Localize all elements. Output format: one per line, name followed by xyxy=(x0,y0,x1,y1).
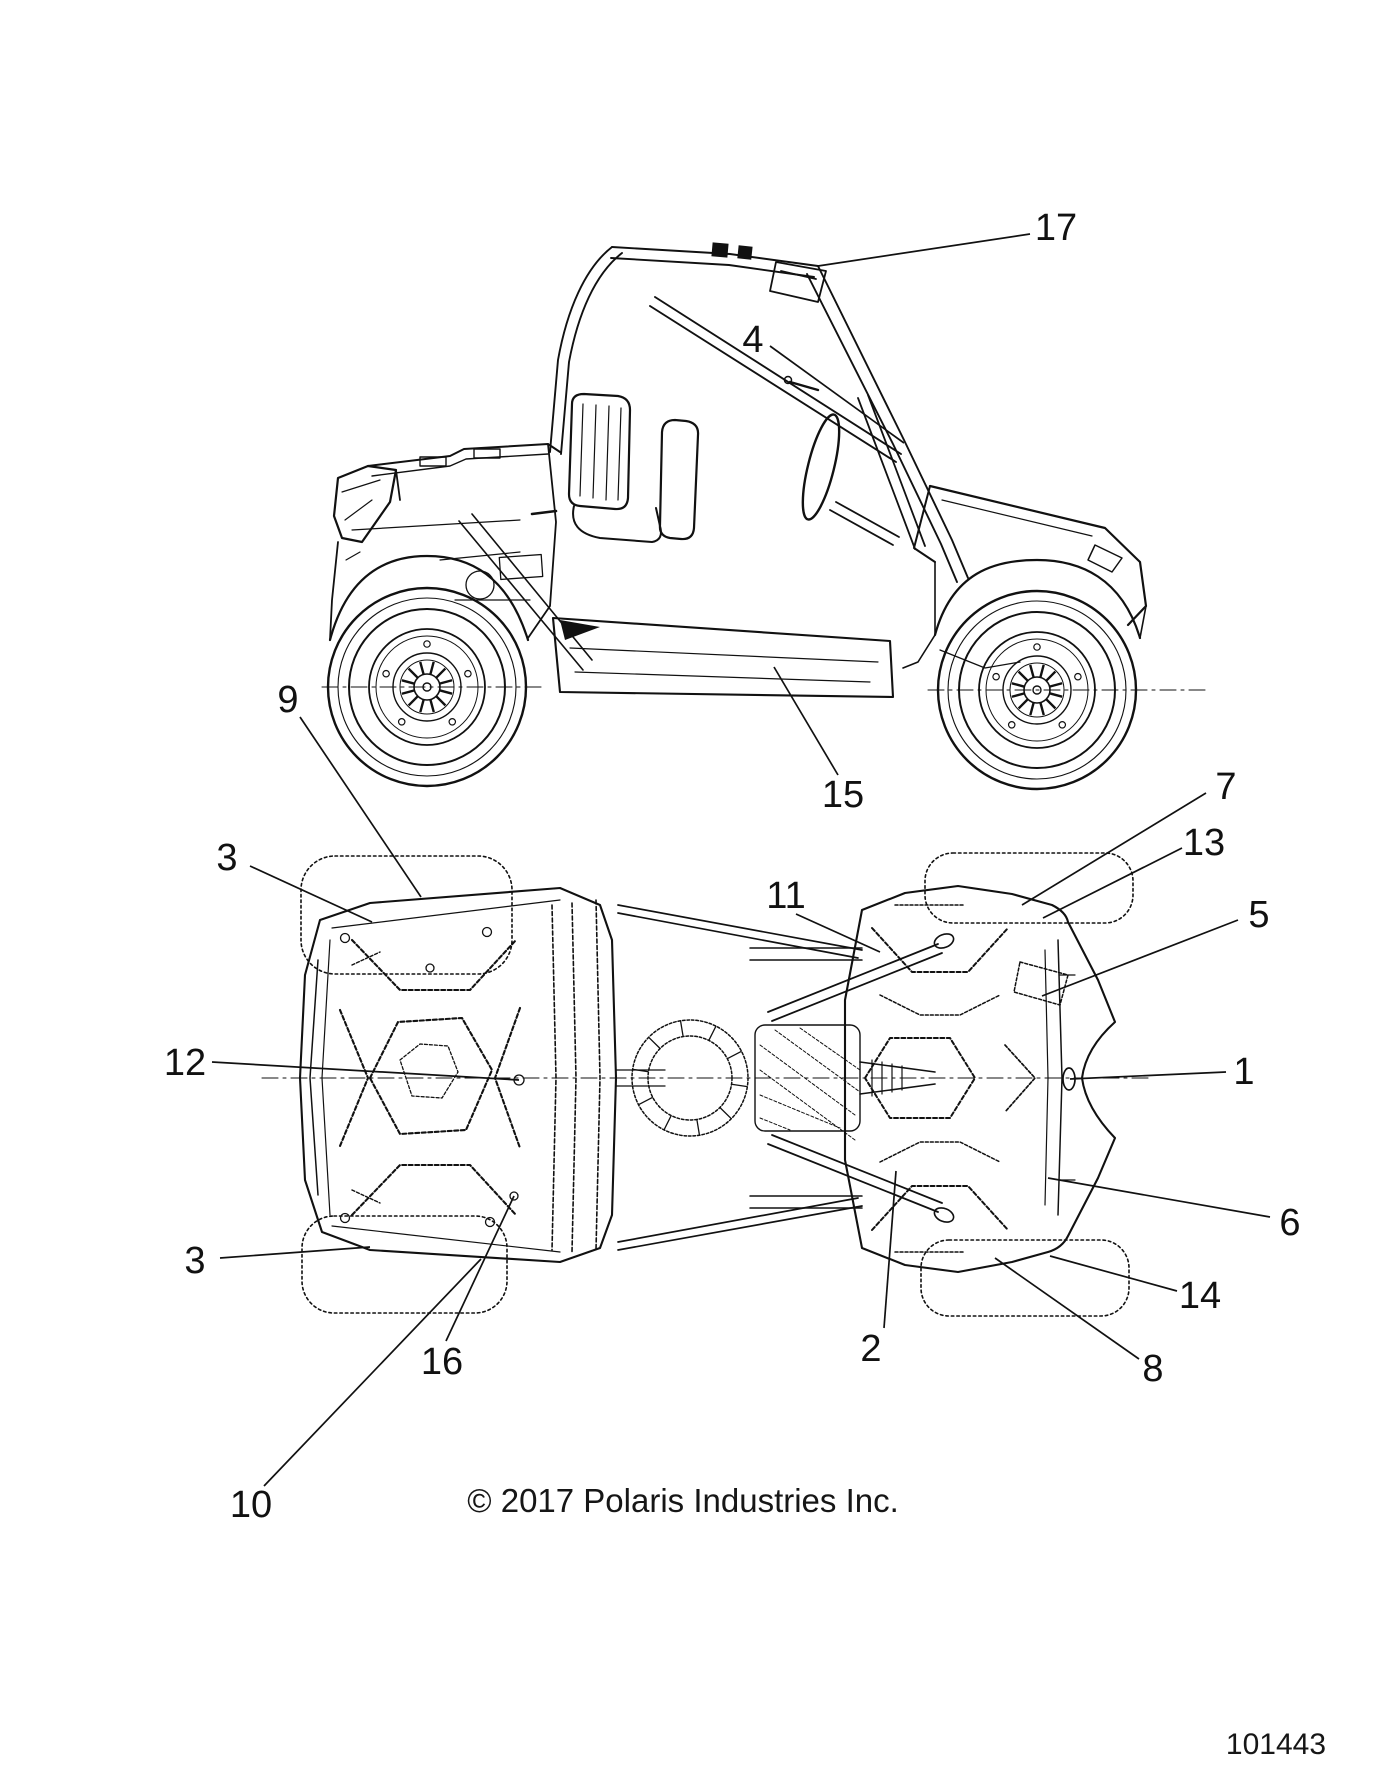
callout-2-label: 2 xyxy=(860,1328,881,1370)
side-view-wheel xyxy=(936,589,1138,791)
callout-17-label: 17 xyxy=(1035,207,1077,249)
rear-fender-pattern xyxy=(864,904,1069,1253)
callout-16-leader xyxy=(445,1195,515,1342)
callout-5-leader xyxy=(1041,919,1239,997)
side-view-drawing xyxy=(321,242,1206,791)
steering-wheel xyxy=(783,375,900,546)
rear-fender-beak xyxy=(332,464,398,544)
side-view-wheels xyxy=(326,586,1138,791)
callout-14-leader xyxy=(1049,1255,1178,1292)
rocker-panel xyxy=(530,509,895,699)
callout-12-leader xyxy=(211,1061,520,1081)
callout-13-label: 13 xyxy=(1183,822,1225,864)
callout-8-label: 8 xyxy=(1142,1348,1163,1390)
hood-bolts xyxy=(339,926,525,1228)
callout-7-label: 7 xyxy=(1215,766,1236,808)
rear-fender xyxy=(328,443,557,642)
callout-4-leader xyxy=(769,345,905,444)
callout-11-leader xyxy=(795,913,881,953)
callout-2-leader xyxy=(883,1170,897,1329)
top-view-drawing xyxy=(261,852,1149,1317)
callout-15-leader xyxy=(773,666,839,776)
wheel-centerline xyxy=(321,686,1206,691)
clutch-fins xyxy=(632,1020,748,1136)
callout-9-leader xyxy=(299,716,422,898)
diagram-number: 101443 xyxy=(1226,1728,1326,1761)
callout-3-label: 3 xyxy=(216,837,237,879)
rear-clip-assembly xyxy=(843,884,1117,1274)
copyright-text: © 2017 Polaris Industries Inc. xyxy=(467,1482,899,1519)
callout-3-label: 3 xyxy=(184,1240,205,1282)
roll-cage xyxy=(549,242,969,583)
callout-14-label: 14 xyxy=(1179,1275,1221,1317)
callout-1-leader xyxy=(1069,1071,1227,1080)
callout-11-label: 11 xyxy=(766,875,805,917)
callout-3-leader xyxy=(249,865,373,923)
side-view-wheel xyxy=(326,586,528,788)
callout-6-leader xyxy=(1047,1177,1271,1218)
grab-handle xyxy=(658,418,700,541)
callout-5-label: 5 xyxy=(1248,894,1269,936)
dash-tube xyxy=(857,394,926,550)
chassis-middle xyxy=(615,904,955,1251)
cargo-rack xyxy=(367,443,561,477)
callout-9-label: 9 xyxy=(277,679,298,721)
front-clip-assembly xyxy=(298,886,618,1264)
callout-10-label: 10 xyxy=(230,1484,272,1526)
rocker-wedge xyxy=(560,620,600,640)
callout-16-label: 16 xyxy=(421,1341,463,1383)
callout-7-leader xyxy=(1021,792,1207,906)
callout-6-label: 6 xyxy=(1279,1202,1300,1244)
cage-clamp xyxy=(711,242,729,258)
cage-clamp xyxy=(737,245,753,260)
callout-8-leader xyxy=(994,1257,1140,1360)
hood xyxy=(913,484,1148,627)
callout-12-label: 12 xyxy=(164,1042,206,1084)
callout-10-leader xyxy=(263,1258,482,1487)
callout-13-leader xyxy=(1042,847,1183,919)
front-fender xyxy=(902,558,1147,669)
callout-3-leader xyxy=(219,1246,371,1259)
tire-outline-front-right xyxy=(924,852,1134,924)
tire-outline-front-left xyxy=(300,855,513,975)
callout-17-leader xyxy=(817,233,1031,267)
callout-15-label: 15 xyxy=(822,774,864,816)
engine-detail xyxy=(439,513,593,671)
seat xyxy=(567,392,662,543)
callout-1-label: 1 xyxy=(1233,1051,1254,1093)
callout-4-label: 4 xyxy=(742,319,763,361)
